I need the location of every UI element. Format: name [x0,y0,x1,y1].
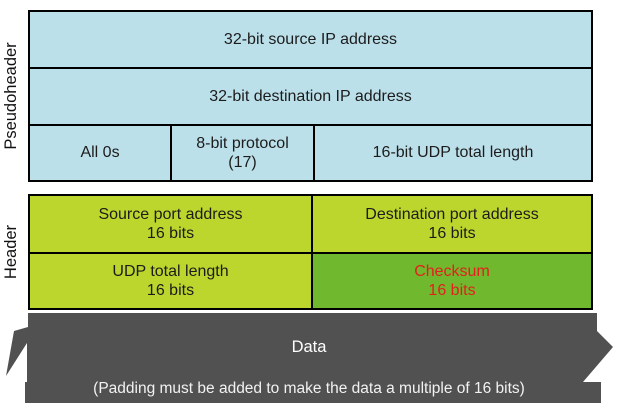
udp-header-table: Source port address 16 bits Destination … [28,194,593,310]
cell-udp-total-length-line1: UDP total length [112,262,229,280]
cell-udp-total-length-pseudo: 16-bit UDP total length [315,126,591,180]
cell-destination-port: Destination port address 16 bits [313,196,591,252]
cell-udp-total-length: UDP total length 16 bits [30,254,311,308]
cell-all-zeros: All 0s [30,126,170,180]
cell-destination-port-line2: 16 bits [428,225,476,242]
cell-protocol-line2: (17) [228,154,257,171]
data-banner-polygon [6,313,613,403]
data-label: Data [291,338,327,356]
cell-destination-ip-text: 32-bit destination IP address [209,87,412,105]
cell-udp-total-length-line2: 16 bits [146,282,195,299]
cell-checksum-line1: Checksum [414,262,490,280]
cell-destination-ip: 32-bit destination IP address [30,69,591,124]
cell-checksum: Checksum 16 bits [313,254,591,308]
cell-source-port-line1: Source port address [98,205,243,223]
cell-udp-total-length-pseudo-text: 16-bit UDP total length [372,144,534,162]
cell-source-ip: 32-bit source IP address [30,12,591,67]
cell-all-zeros-text: All 0s [80,144,120,162]
cell-source-port-line2: 16 bits [146,225,195,242]
cell-source-ip-text: 32-bit source IP address [223,30,398,48]
pseudoheader-table: 32-bit source IP address 32-bit destinat… [28,10,593,182]
cell-source-port: Source port address 16 bits [30,196,311,252]
cell-protocol: 8-bit protocol (17) [172,126,313,180]
padding-note: (Padding must be added to make the data … [93,380,525,397]
cell-destination-port-line1: Destination port address [365,205,539,223]
header-section-label: Header [2,224,20,280]
cell-protocol-line1: 8-bit protocol [196,134,289,152]
cell-checksum-line2: 16 bits [428,282,476,299]
pseudoheader-section-label: Pseudoheader [2,42,20,150]
